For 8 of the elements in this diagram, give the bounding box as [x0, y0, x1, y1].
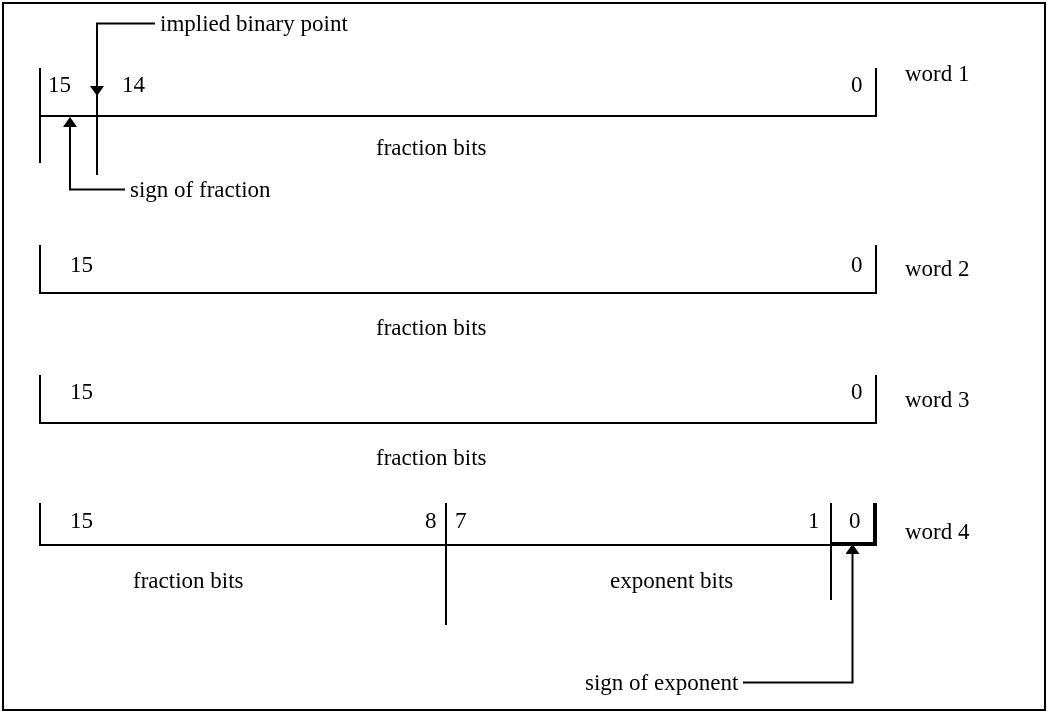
leader-arrow	[63, 117, 126, 191]
callout-text: implied binary point	[160, 12, 348, 35]
binary-point-divider	[96, 95, 98, 175]
field-label: exponent bits	[610, 569, 734, 592]
callout-text: sign of fraction	[130, 178, 271, 201]
leader-arrow	[90, 22, 156, 96]
callout-text: sign of exponent	[585, 671, 739, 694]
leader-arrow	[742, 544, 860, 684]
